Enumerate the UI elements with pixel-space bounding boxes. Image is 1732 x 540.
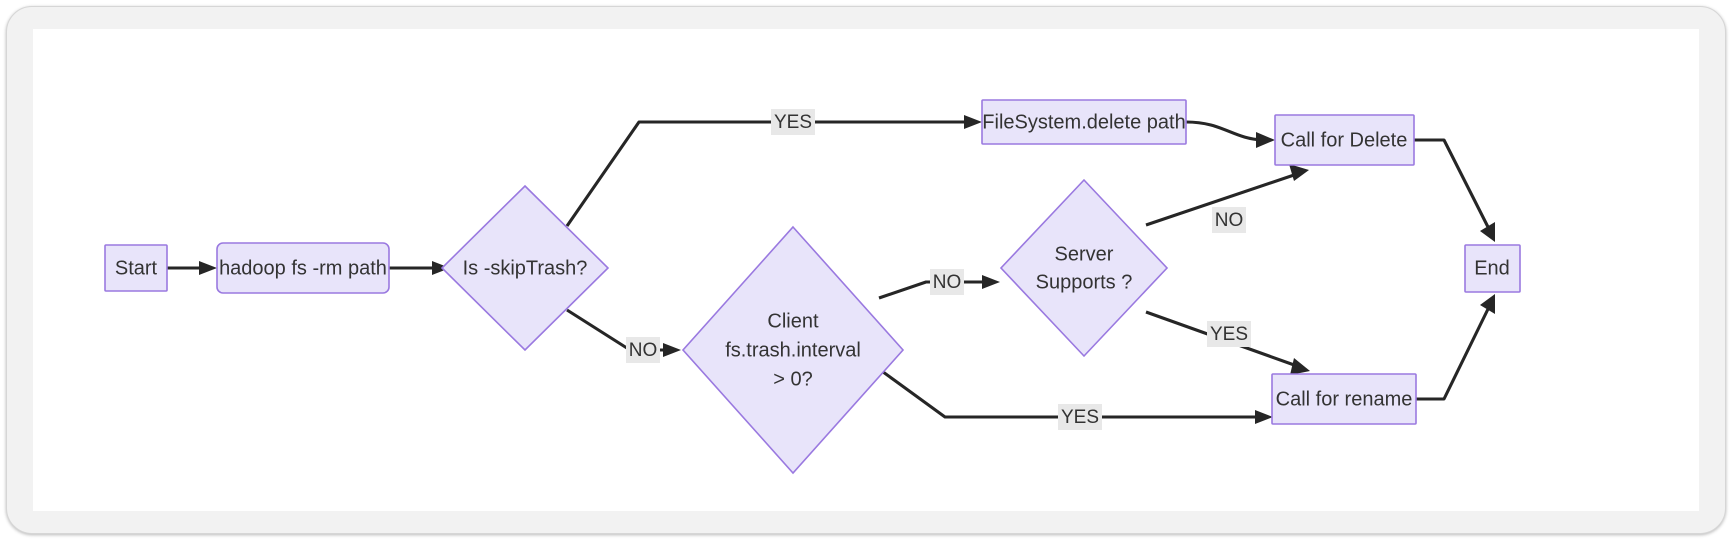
nodes-layer: Start hadoop fs -rm path Is -skipTrash? … bbox=[104, 99, 1521, 475]
node-end-shape[interactable] bbox=[1464, 244, 1521, 293]
node-call-for-delete-shape[interactable] bbox=[1274, 114, 1415, 166]
node-call-for-delete[interactable]: Call for Delete bbox=[1274, 114, 1415, 166]
edge-label-chip bbox=[1207, 321, 1251, 347]
edge-path bbox=[1416, 306, 1491, 401]
arrowhead-icon bbox=[1480, 294, 1495, 314]
edge-label-yes-clienttrash-rename: YES bbox=[1058, 404, 1102, 430]
node-call-for-rename[interactable]: Call for rename bbox=[1271, 373, 1417, 425]
edge-path bbox=[878, 367, 1260, 419]
edge-start-to-rm bbox=[167, 261, 217, 275]
arrowhead-icon bbox=[964, 115, 982, 129]
arrowhead-icon bbox=[982, 275, 1000, 289]
diagram-canvas: FileSystem.delete path --> Client fs.tra… bbox=[33, 29, 1699, 511]
node-server-supports-shape[interactable] bbox=[999, 178, 1169, 358]
edge-path bbox=[878, 280, 986, 300]
edge-label-no-skiptrash-clienttrash: NO bbox=[626, 337, 660, 363]
node-is-skiptrash-shape[interactable] bbox=[440, 184, 610, 352]
edge-fsdelete-to-calldelete bbox=[1185, 120, 1275, 148]
edge-label-no-server-calldelete: NO bbox=[1212, 207, 1246, 233]
node-server-supports[interactable]: Server Supports ? bbox=[999, 178, 1169, 358]
edge-label-chip bbox=[1212, 207, 1246, 233]
edge-path bbox=[1185, 120, 1264, 142]
arrowhead-icon bbox=[1290, 358, 1310, 375]
arrowhead-icon bbox=[1256, 132, 1275, 148]
node-hadoop-fs-rm-path-shape[interactable] bbox=[216, 242, 390, 294]
node-client-fs-trash-interval[interactable]: Client fs.trash.interval > 0? bbox=[681, 225, 905, 475]
node-start[interactable]: Start bbox=[104, 244, 168, 292]
edge-clienttrash-yes-to-rename bbox=[878, 367, 1273, 424]
node-filesystem-delete-path-shape[interactable] bbox=[981, 99, 1187, 145]
edge-label-no-clienttrash-server: NO bbox=[930, 269, 964, 295]
node-filesystem-delete-path[interactable]: FileSystem.delete path bbox=[981, 99, 1187, 145]
flowchart-svg: FileSystem.delete path --> Client fs.tra… bbox=[104, 99, 1521, 475]
arrowhead-icon bbox=[663, 343, 681, 357]
arrowhead-icon bbox=[1289, 164, 1309, 181]
edge-label-chip bbox=[1058, 404, 1102, 430]
node-start-shape[interactable] bbox=[104, 244, 168, 292]
edge-rename-to-end bbox=[1416, 294, 1495, 401]
edge-label-yes-skiptrash-fsdelete: YES bbox=[771, 109, 815, 135]
edge-skiptrash-yes-to-fsdelete bbox=[565, 115, 982, 227]
edge-label-chip bbox=[930, 269, 964, 295]
arrowhead-icon bbox=[1480, 222, 1495, 242]
edge-rm-to-skiptrash bbox=[389, 261, 450, 275]
arrowhead-icon bbox=[199, 261, 217, 275]
arrowhead-icon bbox=[1255, 410, 1273, 424]
edge-label-chip bbox=[626, 337, 660, 363]
node-client-fs-trash-interval-shape[interactable] bbox=[681, 225, 905, 475]
diagram-window-frame: FileSystem.delete path --> Client fs.tra… bbox=[6, 6, 1726, 534]
edge-path bbox=[565, 120, 969, 227]
edge-calldelete-to-end bbox=[1414, 138, 1495, 242]
edge-server-no-to-calldelete bbox=[1145, 164, 1309, 227]
node-call-for-rename-shape[interactable] bbox=[1271, 373, 1417, 425]
edge-label-yes-server-rename: YES bbox=[1207, 321, 1251, 347]
node-end[interactable]: End bbox=[1464, 244, 1521, 293]
edge-clienttrash-no-to-server bbox=[878, 275, 1000, 300]
node-hadoop-fs-rm-path[interactable]: hadoop fs -rm path bbox=[216, 242, 390, 294]
edge-skiptrash-no-to-clienttrash bbox=[566, 308, 681, 357]
edge-path bbox=[1145, 172, 1298, 227]
edge-path bbox=[1414, 138, 1491, 230]
edge-label-chip bbox=[771, 109, 815, 135]
node-is-skiptrash[interactable]: Is -skipTrash? bbox=[440, 184, 610, 352]
